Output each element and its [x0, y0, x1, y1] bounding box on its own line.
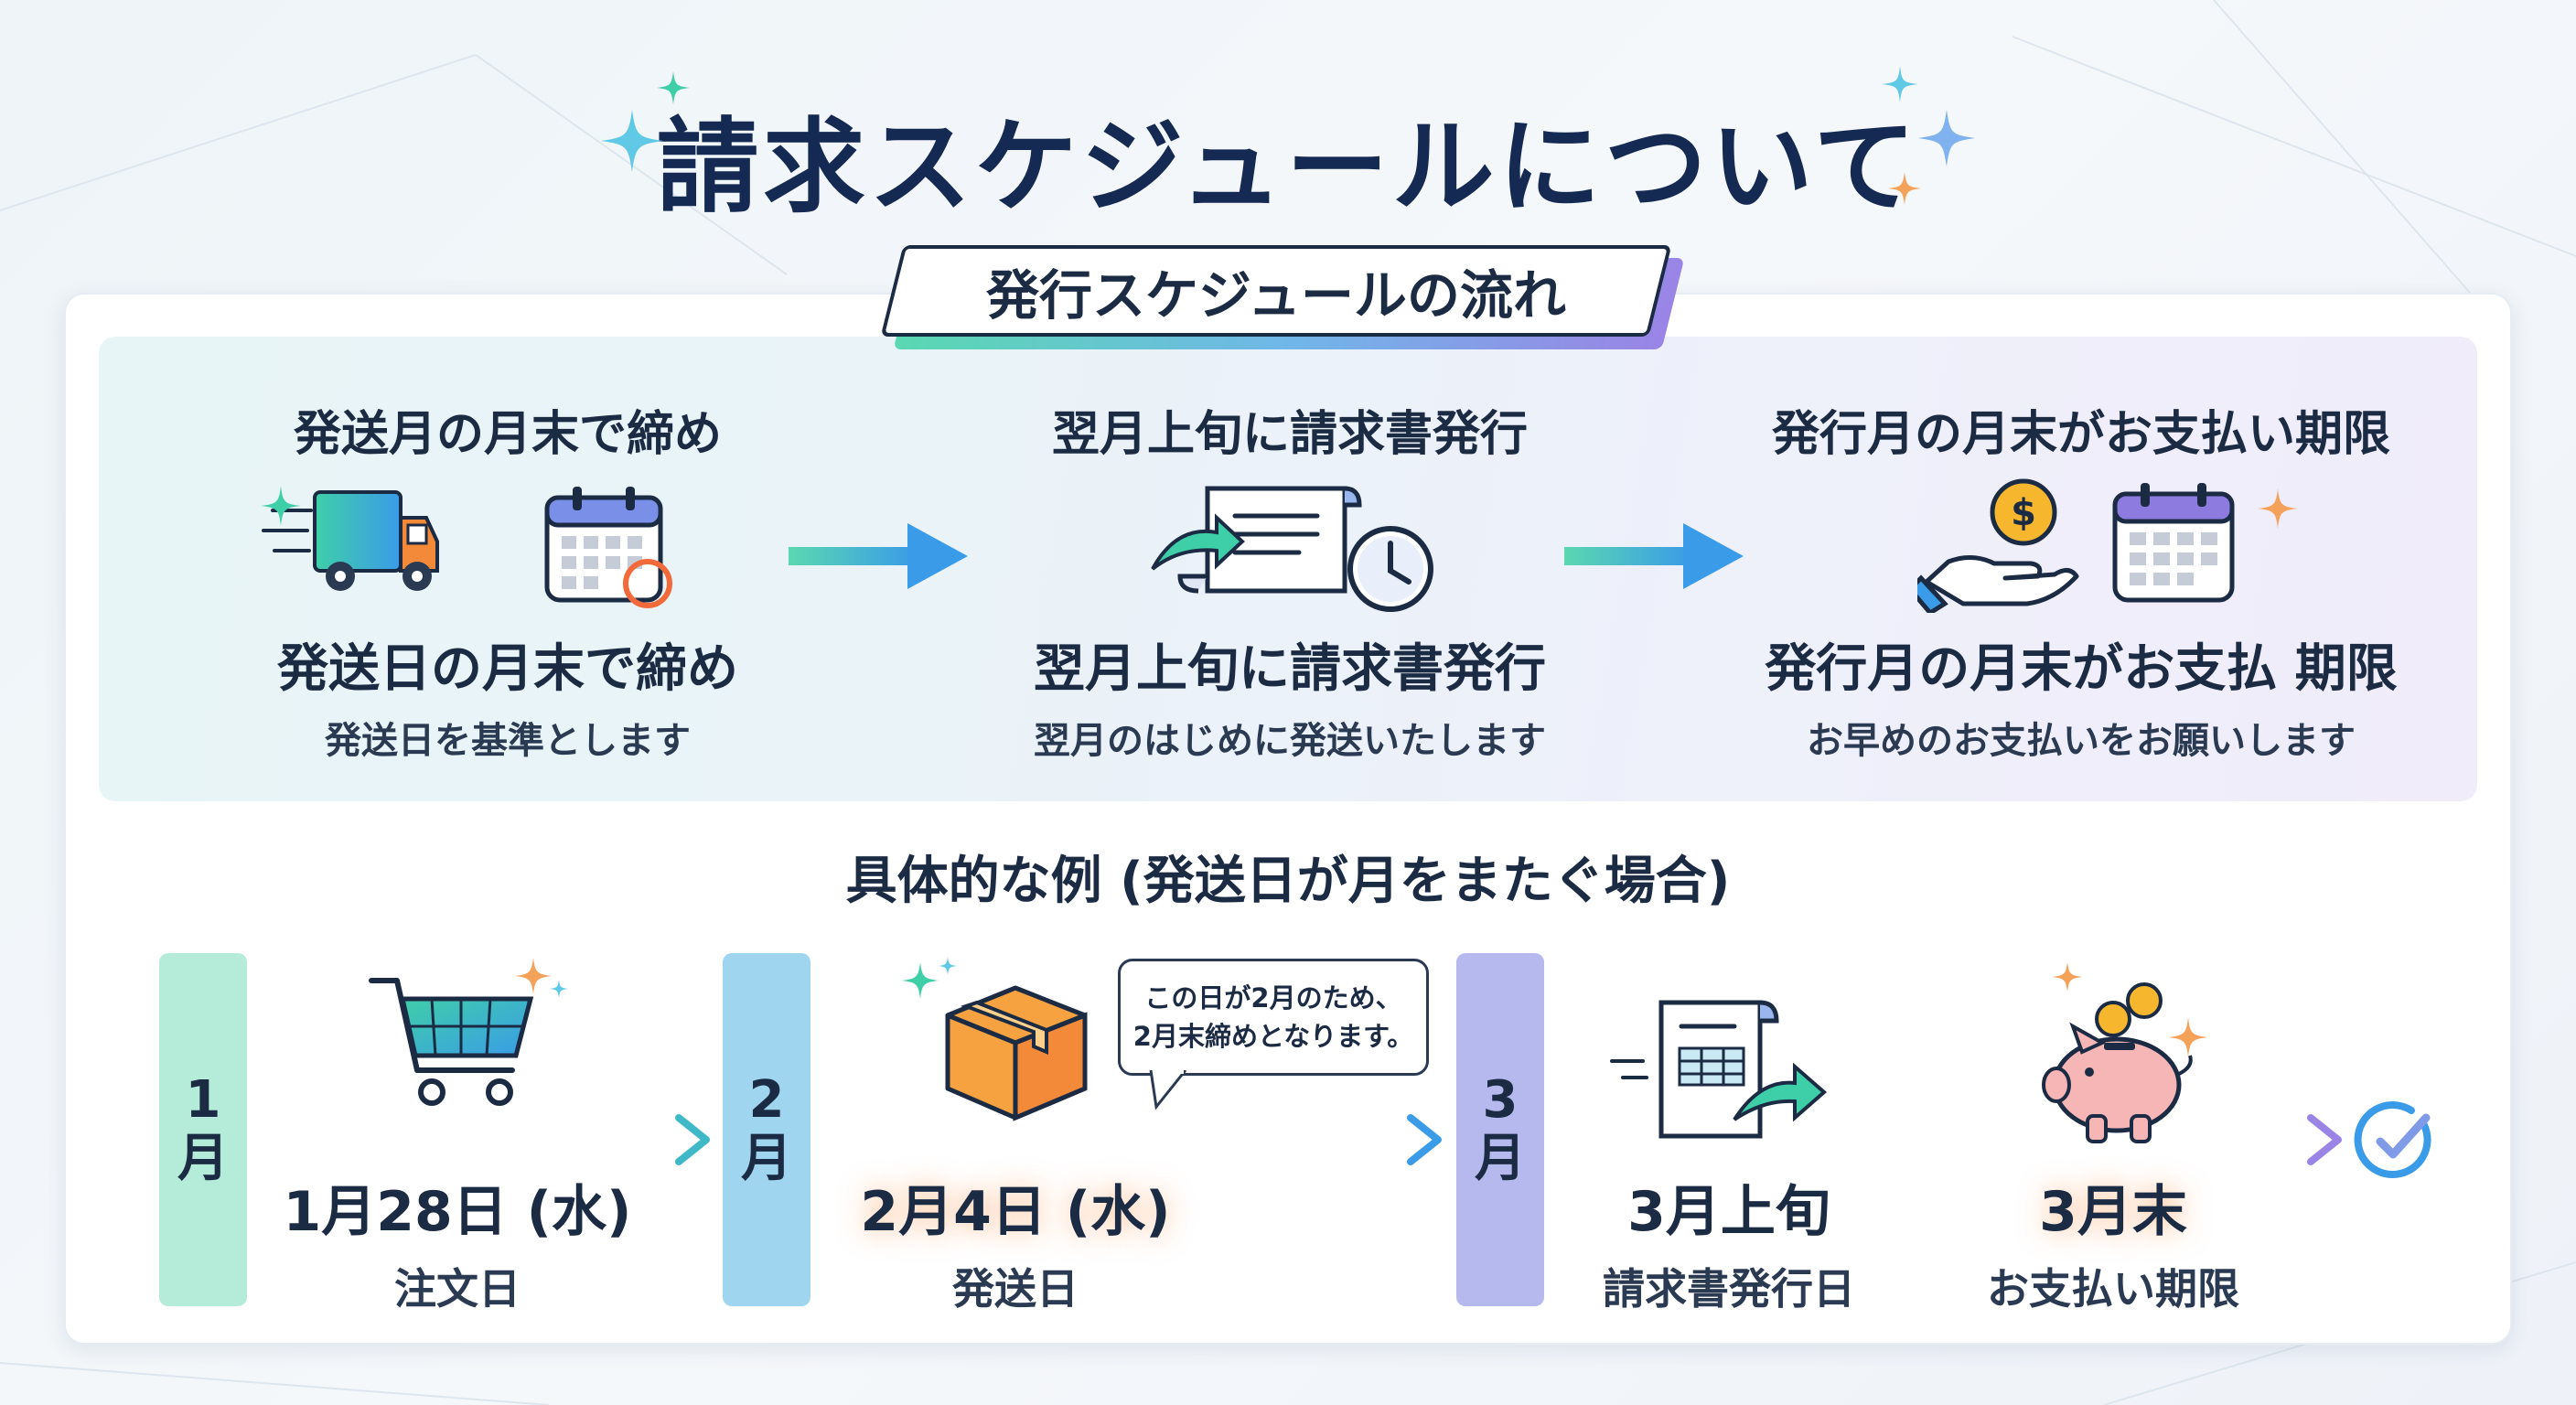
invoice-send-icon [1610, 1000, 1828, 1139]
svg-text:$: $ [2011, 492, 2036, 534]
sparkle-icon [1918, 110, 1975, 166]
section-badge-label: 発行スケジュールの流れ [986, 264, 1566, 327]
speech-bubble-tail [1149, 1070, 1187, 1110]
timeline-date: 2月4日 (水) [860, 1180, 1171, 1244]
sparkle-icon [1888, 172, 1921, 205]
sparkle-icon [601, 110, 663, 172]
month-pillar-march: 3月 [1456, 953, 1544, 1306]
timeline-date: 3月上旬 [1627, 1180, 1830, 1244]
flow-step-heading: 発行月の月末がお支払い期限 [1771, 407, 2390, 462]
example-title: 具体的な例 (発送日が月をまたぐ場合) [845, 852, 1731, 911]
section-badge: 発行スケジュールの流れ [880, 245, 1688, 360]
timeline-caption: 注文日 [394, 1264, 521, 1314]
shopping-cart-icon [369, 978, 534, 1106]
calendar-icon [544, 487, 672, 608]
invoice-send-icon [1151, 486, 1362, 594]
sparkle-icon [2053, 962, 2082, 992]
flow-step-closing-detail: 発送日の月末で締め 発送日を基準とします [229, 627, 787, 764]
timeline-order-date: 1月28日 (水) 注文日 [274, 1167, 640, 1316]
coin-hand-icon: $ [1917, 478, 2079, 613]
timeline-payment-deadline: 3月末 お支払い期限 [1948, 1167, 2278, 1316]
sparkle-icon [902, 957, 957, 999]
flow-step-invoice-detail: 翌月上旬に請求書発行 翌月のはじめに発送いたします [997, 627, 1583, 764]
flow-step-heading: 発送月の月末で締め [293, 407, 722, 462]
flow-arrow-icon [789, 523, 968, 589]
truck-icon [262, 490, 439, 591]
speech-bubble: この日が2月のため、 2月末締めとなります。 [1118, 959, 1429, 1076]
flow-step-description: 発送日を基準とします [325, 720, 691, 762]
flow-step-description: お早めのお支払いをお願いします [1807, 720, 2356, 762]
timeline-ship-date: 2月4日 (水) 発送日 [832, 1167, 1198, 1316]
month-pillar-january: 1月 [159, 953, 247, 1306]
check-circle-icon [2354, 1101, 2431, 1179]
calendar-icon [2112, 483, 2235, 603]
flow-step-payment: 発行月の月末がお支払い期限 [1729, 395, 2433, 464]
flow-step-description: 翌月のはじめに発送いたします [1034, 720, 1546, 762]
flow-step-closing: 発送月の月末で締め [229, 395, 787, 464]
sparkle-icon [1882, 66, 1918, 102]
flow-step-subheading: 翌月上旬に請求書発行 [1034, 639, 1546, 699]
sparkle-icon [261, 486, 301, 526]
clock-icon [1347, 526, 1433, 612]
flow-arrow-icon [1564, 523, 1744, 589]
sparkle-icon [2168, 1017, 2208, 1057]
flow-step-subheading: 発送日の月末で締め [277, 639, 738, 699]
month-pillar-february: 2月 [723, 953, 810, 1306]
timeline-date: 3月末 [2039, 1180, 2187, 1244]
sparkle-icon [2258, 488, 2298, 529]
timeline-invoice-date: 3月上旬 請求書発行日 [1555, 1167, 1903, 1316]
flow-step-invoice: 翌月上旬に請求書発行 [997, 395, 1583, 464]
timeline-date: 1月28日 (水) [283, 1180, 632, 1244]
piggy-bank-icon [2042, 982, 2193, 1143]
sparkle-icon [657, 71, 690, 104]
flow-step-heading: 翌月上旬に請求書発行 [1051, 407, 1528, 462]
timeline-caption: 発送日 [952, 1264, 1079, 1314]
sparkle-icon [515, 958, 568, 998]
timeline-caption: お支払い期限 [1987, 1264, 2239, 1314]
timeline-caption: 請求書発行日 [1603, 1264, 1855, 1314]
package-box-icon [945, 985, 1088, 1121]
flow-step-subheading: 発行月の月末がお支払 期限 [1765, 639, 2398, 699]
flow-step-payment-detail: 発行月の月末がお支払 期限 お早めのお支払いをお願いします [1729, 627, 2433, 764]
page-title: 請求スケジュールについて [656, 108, 1920, 227]
